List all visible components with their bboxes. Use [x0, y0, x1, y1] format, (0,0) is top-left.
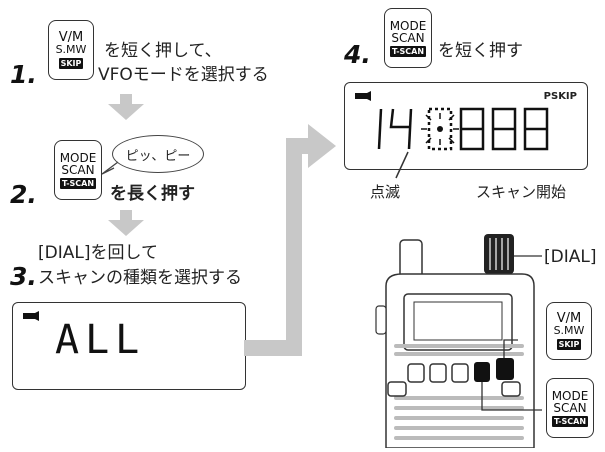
key-label-line1: MODE: [551, 388, 589, 403]
blink-burst-icon: [421, 113, 459, 145]
key-label-line2: S.MW: [553, 323, 585, 337]
key-label-line2: SCAN: [391, 30, 425, 45]
step-3-text-line2: スキャンの種類を選択する: [38, 268, 242, 288]
key-label-line1: MODE: [59, 150, 97, 165]
step-4-number: 4.: [344, 40, 371, 69]
key-label-line2: SCAN: [553, 400, 587, 415]
key-label-line1: MODE: [389, 18, 427, 33]
lcd-display-all: ALL: [12, 302, 246, 390]
key-label-line1: V/M: [58, 29, 84, 45]
blink-label: 点滅: [370, 183, 401, 201]
radio-illustration: [372, 226, 544, 449]
beep-speech-bubble: ピッ、ピー: [112, 135, 204, 173]
vm-smw-skip-key[interactable]: V/M S.MW SKIP: [48, 20, 94, 80]
lcd-display-scan: PSKIP: [344, 82, 588, 170]
key-label-line2: S.MW: [55, 42, 87, 56]
step-1-text-line1: を短く押して、: [104, 41, 222, 61]
step-2-text: を長く押す: [110, 184, 195, 204]
pointer-line: [395, 151, 409, 179]
key-label-line2: SCAN: [61, 162, 95, 177]
step-3-number: 3.: [10, 262, 37, 291]
key-badge: T-SCAN: [59, 177, 97, 189]
connector-arrow-icon: [244, 124, 336, 356]
battery-icon: [23, 311, 39, 321]
beep-text: ピッ、ピー: [125, 148, 191, 164]
radio-body-icon: [375, 234, 544, 449]
radio-vm-key[interactable]: V/M S.MW SKIP: [546, 302, 592, 360]
key-badge: T-SCAN: [551, 415, 589, 427]
key-label-line1: V/M: [556, 310, 582, 326]
step-1-number: 1.: [10, 60, 37, 89]
key-badge: SKIP: [58, 57, 84, 69]
scan-start-label: スキャン開始: [476, 183, 567, 201]
step-4-text: を短く押す: [438, 41, 523, 61]
mode-scan-tscan-key[interactable]: MODE SCAN T-SCAN: [384, 8, 432, 68]
down-arrow-icon: [108, 94, 144, 120]
key-badge: T-SCAN: [389, 45, 427, 57]
key-badge: SKIP: [556, 338, 582, 350]
down-arrow-icon: [108, 210, 144, 236]
step-3-text-line1: [DIAL]を回して: [38, 243, 158, 263]
battery-icon: [355, 91, 371, 101]
lcd-mode-text: ALL: [55, 317, 146, 363]
dial-label: [DIAL]: [544, 247, 597, 267]
frequency-digits: [377, 107, 549, 151]
pskip-indicator: PSKIP: [543, 91, 577, 102]
step-2-number: 2.: [10, 180, 37, 209]
bubble-tail-icon: [101, 161, 119, 175]
radio-mode-key[interactable]: MODE SCAN T-SCAN: [546, 378, 594, 438]
step-1-text-line2: VFOモードを選択する: [98, 65, 269, 85]
mode-scan-tscan-key[interactable]: MODE SCAN T-SCAN: [54, 140, 102, 200]
